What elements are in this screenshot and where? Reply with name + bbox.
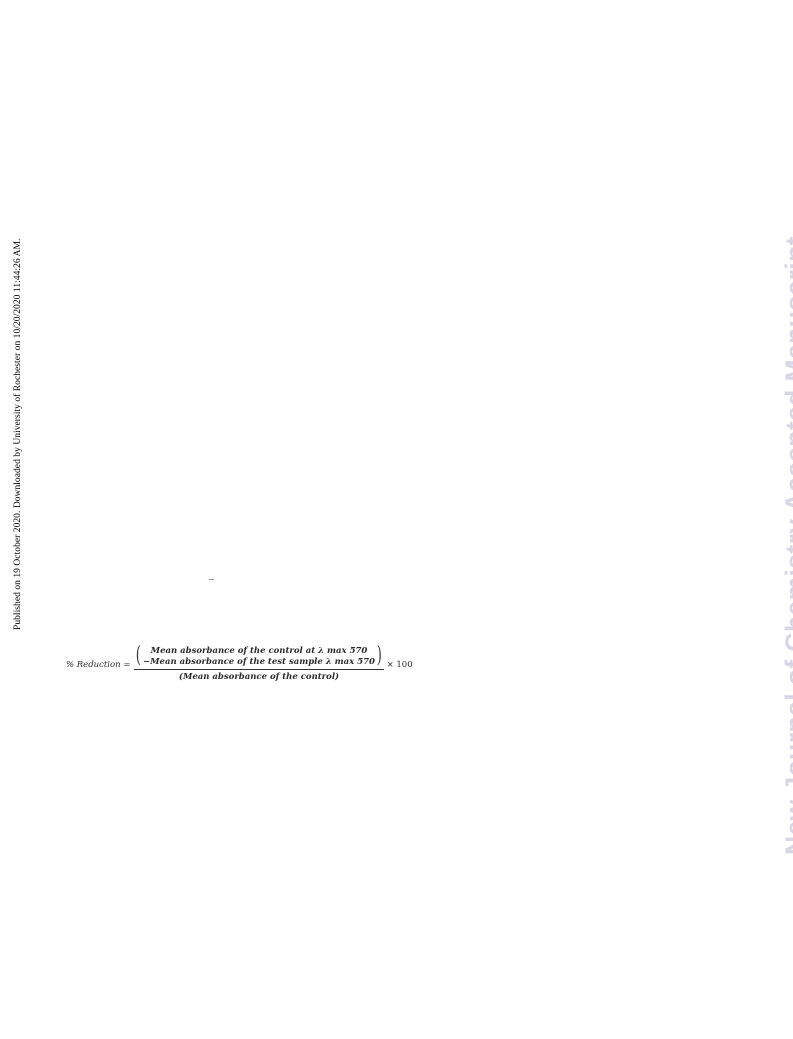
right-paren: ) bbox=[376, 643, 382, 668]
equation-numerator: ( Mean absorbance of the control at λ ma… bbox=[134, 643, 383, 669]
fraction-bar bbox=[134, 669, 384, 670]
equation-denominator: (Mean absorbance of the control) bbox=[178, 672, 340, 682]
equation-lhs: % Reduction = bbox=[66, 659, 131, 670]
equation-fraction: ( Mean absorbance of the control at λ ma… bbox=[134, 643, 384, 683]
equation-rhs: × 100 bbox=[386, 659, 413, 670]
journal-watermark: New Journal of Chemistry Accepted Manusc… bbox=[780, 236, 793, 855]
numerator-line-1: Mean absorbance of the control at λ max … bbox=[150, 646, 368, 656]
numerator-line-2: −Mean absorbance of the test sample λ ma… bbox=[143, 657, 375, 667]
stray-mark: – bbox=[209, 574, 214, 585]
percent-reduction-equation: % Reduction = ( Mean absorbance of the c… bbox=[66, 643, 413, 683]
left-paren: ( bbox=[136, 643, 142, 668]
publication-side-note: Published on 19 October 2020. Downloaded… bbox=[13, 238, 23, 630]
